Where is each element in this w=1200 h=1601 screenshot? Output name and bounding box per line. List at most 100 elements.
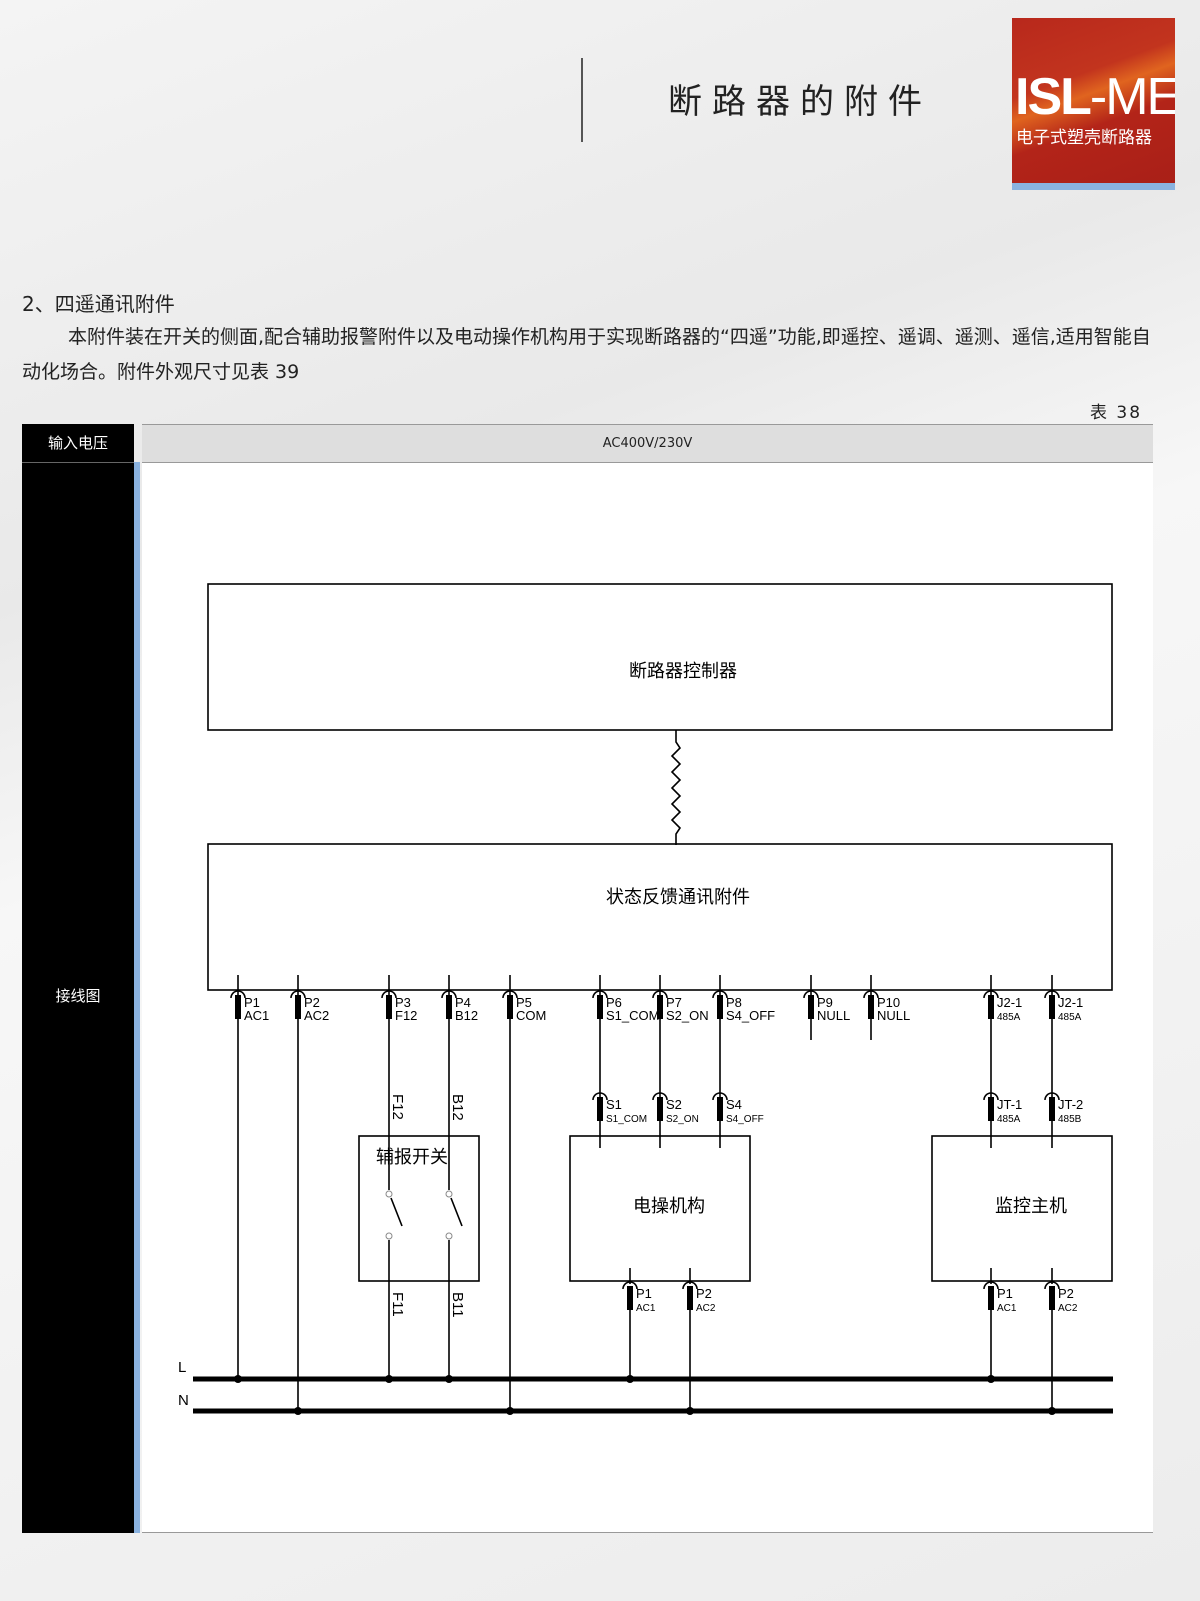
connector-arc	[983, 1092, 999, 1101]
terminal-8-pin: P8	[726, 995, 742, 1010]
connector-pin	[597, 1097, 603, 1121]
switch-label-b11: B11	[449, 1292, 466, 1318]
connector-arc	[983, 990, 999, 999]
monitor-power-2-signal: AC2	[1058, 1303, 1078, 1314]
section-title: 2、四遥通讯附件	[22, 292, 175, 316]
monitor-power-1-signal: AC1	[997, 1303, 1017, 1314]
terminal-9-signal: NULL	[817, 1008, 850, 1023]
header-label-input-voltage: 输入电压	[22, 424, 134, 463]
terminal-6-signal: S1_COM	[606, 1008, 659, 1023]
motor-input-2-pin: S2	[666, 1097, 682, 1112]
connector-arc	[230, 990, 246, 999]
motor-power-1-pin: P1	[636, 1286, 652, 1301]
terminal-10-pin: P10	[877, 995, 900, 1010]
controller-label: 断路器控制器	[629, 661, 737, 681]
logo-stripe	[1012, 183, 1175, 190]
connector-arc	[1044, 990, 1060, 999]
monitor-power-2-pin: P2	[1058, 1286, 1074, 1301]
junction-dot	[385, 1375, 393, 1383]
terminal-2-signal: AC2	[304, 1008, 329, 1023]
monitor-input-1-pin: JT-1	[997, 1097, 1022, 1112]
switch-label-f12: F12	[389, 1094, 406, 1120]
monitor-power-1-pin: P1	[997, 1286, 1013, 1301]
terminal-11-signal: 485A	[997, 1012, 1021, 1023]
connector-arc	[622, 1281, 638, 1290]
monitor-input-1-signal: 485A	[997, 1114, 1021, 1125]
logo-brand: ISL-ME	[1015, 71, 1175, 123]
terminal-1-signal: AC1	[244, 1008, 269, 1023]
connector-arc	[682, 1281, 698, 1290]
line-N-label: N	[178, 1392, 189, 1409]
controller-box	[207, 583, 1113, 731]
terminal-7-signal: S2_ON	[666, 1008, 709, 1023]
terminal-12-pin: J2-1	[1058, 995, 1083, 1010]
connector-pin	[717, 1097, 723, 1121]
table-label-column	[22, 424, 134, 1533]
junction-dot	[234, 1375, 242, 1383]
motor-input-3-pin: S4	[726, 1097, 742, 1112]
comm-module-box	[207, 843, 1113, 991]
connector-arc	[502, 990, 518, 999]
aux-switch-box	[358, 1135, 480, 1282]
brand-logo: ISL-ME 电子式塑壳断路器	[1012, 18, 1175, 190]
switch-contact	[445, 1190, 453, 1198]
connector-pin	[988, 1097, 994, 1121]
line-L-label: L	[178, 1359, 186, 1376]
motor-power-1-signal: AC1	[636, 1303, 656, 1314]
motor-input-1-signal: S1_COM	[606, 1114, 647, 1125]
connector-arc	[1044, 1092, 1060, 1101]
section-paragraph: 本附件装在开关的侧面,配合辅助报警附件以及电动操作机构用于实现断路器的“四遥”功…	[22, 326, 1151, 383]
connector-pin	[988, 1286, 994, 1310]
switch-blade-icon	[450, 1197, 463, 1227]
wires-group: P1AC1P2AC2P3F12P4B12P5COMP6S1_COMP7S2_ON…	[230, 975, 1083, 1415]
terminal-10-signal: NULL	[877, 1008, 910, 1023]
connector-pin	[627, 1286, 633, 1310]
connector-arc	[983, 1281, 999, 1290]
logo-brand-bold: ISL	[1015, 68, 1092, 126]
connector-pin	[657, 995, 663, 1019]
motor-power-2-pin: P2	[696, 1286, 712, 1301]
switch-contact	[385, 1232, 393, 1240]
connector-arc	[712, 990, 728, 999]
switch-contact	[445, 1232, 453, 1240]
motor-label: 电操机构	[633, 1196, 705, 1216]
switch-label-b12: B12	[449, 1094, 466, 1121]
connector-pin	[1049, 1286, 1055, 1310]
motor-input-2-signal: S2_ON	[666, 1114, 699, 1125]
junction-dot	[294, 1407, 302, 1415]
connector-pin	[507, 995, 513, 1019]
connector-pin	[808, 995, 814, 1019]
junction-dot	[506, 1407, 514, 1415]
row-label-wiring: 接线图	[55, 987, 101, 1005]
connector-arc	[652, 990, 668, 999]
connector-pin	[446, 995, 452, 1019]
terminal-2-pin: P2	[304, 995, 320, 1010]
junction-dot	[445, 1375, 453, 1383]
connector-pin	[295, 995, 301, 1019]
connector-arc	[592, 990, 608, 999]
connector-arc	[381, 990, 397, 999]
connector-pin	[687, 1286, 693, 1310]
connector-arc	[803, 990, 819, 999]
terminal-3-pin: P3	[395, 995, 411, 1010]
page-title: 断路器的附件	[668, 82, 932, 122]
monitor-box	[931, 1135, 1113, 1282]
connector-pin	[1049, 995, 1055, 1019]
switch-label-f11: F11	[389, 1292, 406, 1317]
terminal-12-signal: 485A	[1058, 1012, 1082, 1023]
table-number: 表 38	[1090, 403, 1143, 423]
junction-dot	[626, 1375, 634, 1383]
accent-strip	[134, 462, 140, 1533]
monitor-label: 监控主机	[995, 1196, 1067, 1216]
connector-arc	[1044, 1281, 1060, 1290]
terminal-4-signal: B12	[455, 1008, 478, 1023]
connector-pin	[988, 995, 994, 1019]
switch-contact	[385, 1190, 393, 1198]
connector-arc	[863, 990, 879, 999]
logo-subtitle: 电子式塑壳断路器	[1016, 128, 1152, 148]
monitor-input-2-pin: JT-2	[1058, 1097, 1083, 1112]
motor-input-3-signal: S4_OFF	[726, 1114, 764, 1125]
connector-arc	[592, 1092, 608, 1101]
switch-blade-icon	[390, 1197, 403, 1227]
